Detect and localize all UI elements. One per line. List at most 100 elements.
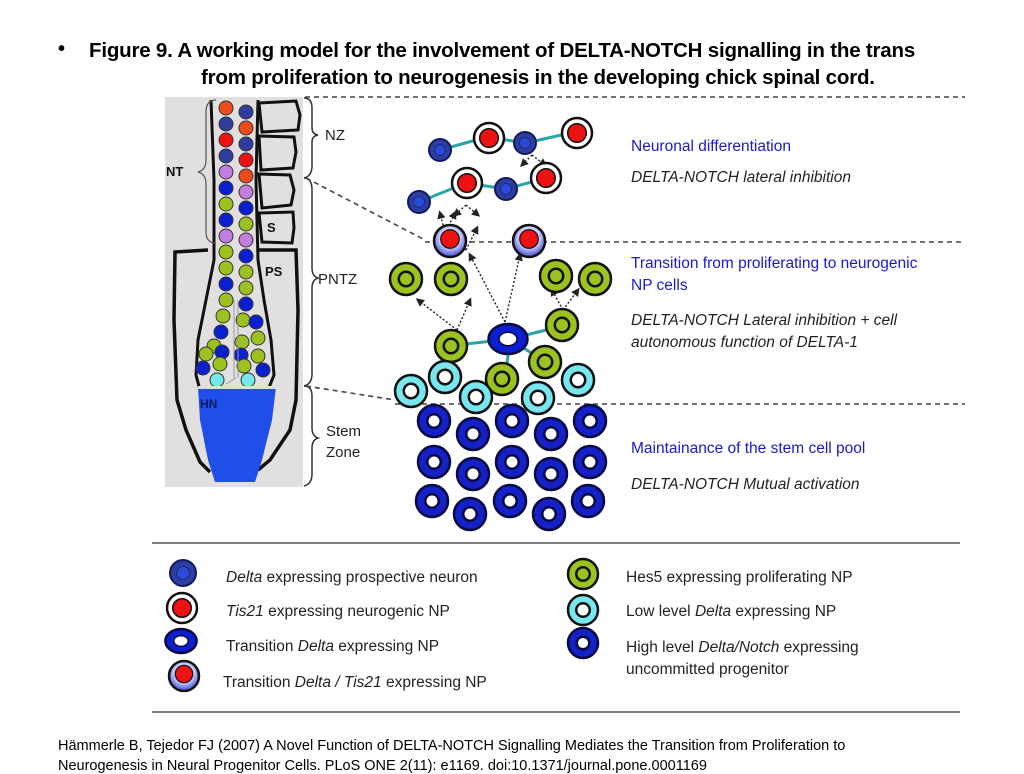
lineage-arrow [562,287,580,311]
somite-label: S [267,220,276,235]
lineage-arrow [437,210,446,234]
transition-delta-cell [164,627,198,655]
neural-tube-cell [209,372,225,388]
legend-item-transition-delta-np: Transition Delta expressing NP [226,638,439,655]
schematic-cells [388,116,613,532]
high-delta-cell [452,496,488,532]
hes5-cell [566,557,600,591]
notochord-line [225,300,239,385]
tis21-cell [529,161,563,195]
somite [257,99,302,134]
neural-tube-cell [238,232,254,248]
high-delta-cell [570,483,606,519]
neural-tube-cell [236,358,252,374]
delta-neuron-cell [494,177,518,201]
transition-tis21-cell [432,223,468,259]
lineage-arrows [415,154,580,331]
hes5-cell [577,261,613,297]
hn-label: HN [200,397,217,411]
hes5-cell [433,328,469,364]
neural-tube-cell [195,360,211,376]
neural-tube-cell [238,120,254,136]
neural-tube-cell [218,196,234,212]
neural-tube-cell [240,372,256,388]
hes5-cell [484,361,520,397]
delta-neuron-cell [428,138,452,162]
neural-tube-cell [250,330,266,346]
presomitic-label: PS [265,264,283,279]
high-delta-cell [572,444,608,480]
neural-tube-left-wall [194,99,216,391]
zone-descriptions: Neuronal differentiation DELTA-NOTCH lat… [631,138,918,493]
high-delta-cell [492,483,528,519]
neural-tube-cell [250,348,266,364]
somite [257,172,296,210]
high-delta-cell [455,416,491,452]
nt-label: NT [166,164,183,179]
neural-tube-cell [215,308,231,324]
lineage-arrow [520,154,533,167]
legend-item-hes5-np: Hes5 expressing proliferating NP [626,569,853,586]
lineage-arrow [456,297,472,331]
neural-tube-cell [255,362,271,378]
stem-zone-label-line-1: Stem [326,423,361,440]
high-delta-cell [494,444,530,480]
high-delta-cell [416,444,452,480]
delta-neuron-cell [513,131,537,155]
transition-delta-cell [487,322,529,356]
stem-zone-label-line-2: Zone [326,444,360,461]
pntz-label: PNTZ [318,271,357,288]
nz-mechanism: DELTA-NOTCH lateral inhibition [631,169,851,186]
transition-tis21-cell [167,659,201,693]
tis21-cell [450,166,484,200]
high-delta-cell [414,483,450,519]
pntz-heading-line-2: NP cells [631,277,688,294]
neural-tube-cell [238,264,254,280]
hes5-cell [388,261,424,297]
hn-boundary [198,386,276,389]
citation-line-1: Hämmerle B, Tejedor FJ (2007) A Novel Fu… [58,738,846,754]
neural-tube-cell [218,260,234,276]
neural-tube-cell [218,292,234,308]
high-delta-cell [572,403,608,439]
delta-neuron-cell [407,190,431,214]
low-delta-cell [520,380,556,416]
legend-item-high-delta-notch-line-1: High level Delta/Notch expressing [626,639,859,656]
nt-brace [197,99,217,244]
legend-item-low-delta-np: Low level Delta expressing NP [626,603,836,620]
somite [257,134,298,172]
pntz-mechanism-line-2: autonomous function of DELTA-1 [631,334,858,351]
legend-item-tis21-np: Tis21 expressing neurogenic NP [226,603,450,620]
tis21-cell [165,591,199,625]
neural-tube-cell [218,228,234,244]
stem-zone-brace [303,385,321,487]
neural-tube-cell [234,334,250,350]
low-delta-cell [458,379,494,415]
neural-tube-cell [213,324,229,340]
stem-mechanism: DELTA-NOTCH Mutual activation [631,476,860,493]
high-delta-cell [566,626,600,660]
legend-right: Hes5 expressing proliferating NP Low lev… [626,569,859,678]
neural-tube-cell [238,216,254,232]
lineage-arrow [465,225,479,251]
low-delta-cell [560,362,596,398]
neural-tube-cell [218,132,234,148]
neural-tube-cell [238,184,254,200]
hensens-node-region [198,387,276,482]
slide-bullet: • [58,38,66,60]
stem-heading: Maintainance of the stem cell pool [631,440,865,457]
nz-brace [303,97,319,179]
neural-tube-cell [238,104,254,120]
transition-tis21-cell [511,223,547,259]
figure-title-line-1: Figure 9. A working model for the involv… [89,39,916,62]
pntz-heading-line-1: Transition from proliferating to neuroge… [631,255,918,272]
divider-pntz-connector [305,385,396,401]
nz-label: NZ [325,127,345,144]
high-delta-cell [455,456,491,492]
delta-neuron-cell [169,559,197,587]
neural-tube-cell [218,100,234,116]
divider-nz-connector [305,177,426,241]
low-delta-cell [393,373,429,409]
low-delta-cell [427,359,463,395]
